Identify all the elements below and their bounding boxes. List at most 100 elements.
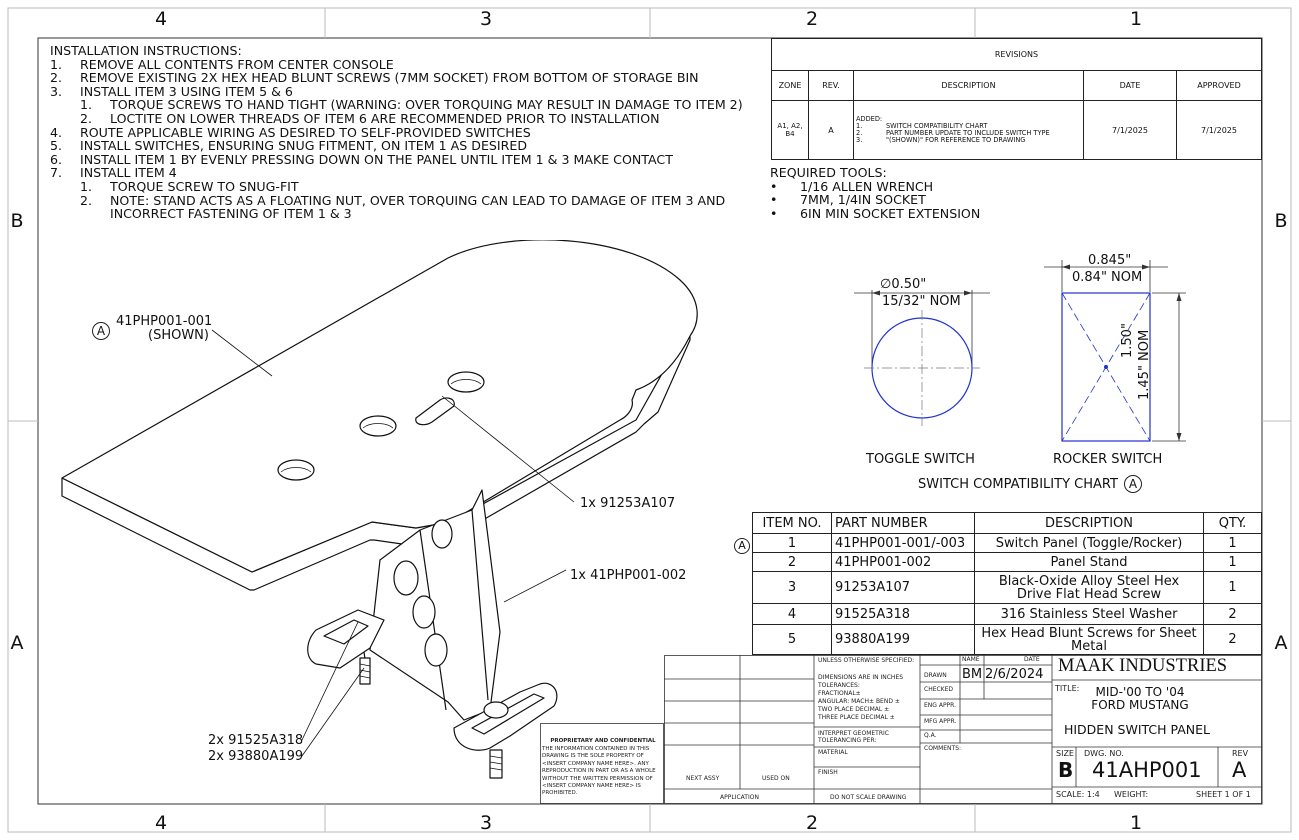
drawn-date: 2/6/2024 (985, 667, 1044, 682)
bom-header: ITEM NO. (752, 512, 832, 534)
eng-appr-label: ENG APPR. (924, 702, 957, 709)
revisions-title: REVISIONS (771, 38, 1262, 71)
three-place-tol: THREE PLACE DECIMAL ± (818, 714, 895, 721)
sheet-size: B (1058, 758, 1074, 782)
panel-shown-callout: (SHOWN) (148, 328, 209, 343)
panel-rev-marker: A (92, 322, 110, 340)
angular-tol: ANGULAR: MACH± BEND ± (818, 698, 900, 705)
zone-label: B (10, 210, 24, 232)
instruction-substep: 1.TORQUE SCREW TO SNUG-FIT (80, 178, 299, 194)
company-name: MAAK INDUSTRIES (1058, 656, 1228, 676)
assembly-isometric-drawing (61, 240, 698, 779)
zone-label: 4 (154, 812, 168, 834)
size-label: SIZE (1056, 749, 1074, 758)
proprietary-title: PROPRIETARY AND CONFIDENTIAL (550, 738, 656, 744)
switch-compatibility-chart (854, 260, 1186, 442)
stand-callout: 1x 41PHP001-002 (570, 568, 687, 583)
rev-approved: 7/1/2025 (1176, 100, 1262, 160)
weight-label: WEIGHT: (1114, 790, 1149, 799)
rocker-width-nominal: 0.84" NOM (1072, 270, 1143, 285)
used-on-label: USED ON (762, 775, 790, 782)
no-scale-note: DO NOT SCALE DRAWING (830, 794, 907, 801)
drawn-label: DRAWN (924, 672, 947, 679)
drawn-by: BM (962, 667, 983, 682)
finish-label: FINISH (818, 769, 838, 776)
instructions-heading: INSTALLATION INSTRUCTIONS: (50, 43, 242, 58)
tool-item: •7MM, 1/4IN SOCKET (770, 192, 926, 208)
zone-label: 2 (805, 8, 819, 30)
rev-date: 7/1/2025 (1083, 100, 1177, 160)
rev-description: ADDED: 1.SWITCH COMPATIBILITY CHART 2.PA… (853, 100, 1084, 160)
sheet-label: SHEET 1 OF 1 (1196, 790, 1251, 799)
instruction-step: 7.INSTALL ITEM 4 (50, 165, 177, 181)
fractional-tol: FRACTIONAL± (818, 690, 861, 697)
drawing-title: MID-'00 TO '04 FORD MUSTANG (1091, 685, 1189, 712)
bom-rev-marker: A (734, 538, 750, 554)
bom-header: DESCRIPTION (974, 512, 1204, 534)
rocker-switch-drawing (1044, 260, 1186, 442)
dwg-no-label: DWG. NO. (1084, 749, 1124, 758)
zone-label: 3 (479, 812, 493, 834)
rev-header: DESCRIPTION (853, 70, 1084, 101)
rocker-height-label: 1.50" (1120, 323, 1135, 358)
material-label: MATERIAL (818, 749, 848, 756)
tolerances-note: TOLERANCES: (818, 682, 860, 689)
instruction-substep: 1.TORQUE SCREWS TO HAND TIGHT (WARNING: … (80, 97, 743, 113)
comments-label: COMMENTS: (924, 745, 962, 752)
instruction-step: 6.INSTALL ITEM 1 BY EVENLY PRESSING DOWN… (50, 151, 673, 167)
chart-title: SWITCH COMPATIBILITY CHART (918, 477, 1118, 492)
toggle-switch-label: TOGGLE SWITCH (866, 452, 975, 467)
screw-callout: 1x 91253A107 (580, 496, 676, 511)
bom-header: PART NUMBER (831, 512, 975, 534)
zone-label: 1 (1129, 812, 1143, 834)
dims-note: DIMENSIONS ARE IN INCHES (818, 674, 904, 681)
bom-header: QTY. (1203, 512, 1262, 534)
rev-label: REV (1232, 749, 1249, 758)
two-place-tol: TWO PLACE DECIMAL ± (818, 706, 890, 713)
rev-header: APPROVED (1176, 70, 1262, 101)
revisions-table: REVISIONS ZONE REV. DESCRIPTION DATE APP… (771, 38, 1262, 160)
zone-label: A (1274, 632, 1288, 654)
instruction-substep: 2.NOTE: STAND ACTS AS A FLOATING NUT, OV… (80, 192, 726, 222)
rev-header: REV. (808, 70, 854, 101)
rocker-width: 0.845" (1088, 253, 1132, 268)
required-tools: REQUIRED TOOLS: •1/16 ALLEN WRENCH •7MM,… (770, 166, 980, 220)
instruction-step: 3.INSTALL ITEM 3 USING ITEM 5 & 6 (50, 83, 293, 99)
mfg-appr-label: MFG APPR. (924, 718, 957, 725)
hexscrew-callout: 2x 93880A199 (208, 749, 304, 764)
rev-header: DATE (1083, 70, 1177, 101)
proprietary-box (540, 723, 664, 804)
interpret-note: INTERPRET GEOMETRIC TOLERANCING PER: (818, 730, 889, 744)
zone-label: 3 (479, 8, 493, 30)
tool-item: •1/16 ALLEN WRENCH (770, 178, 934, 194)
drawing-subtitle: HIDDEN SWITCH PANEL (1063, 722, 1211, 737)
scale-label: SCALE: 1:4 (1056, 790, 1100, 799)
rocker-height-nominal: 1.45" NOM (1137, 329, 1152, 400)
checked-label: CHECKED (924, 686, 954, 693)
title-label: TITLE: (1055, 684, 1080, 693)
zone-label: A (10, 632, 24, 654)
installation-instructions: INSTALLATION INSTRUCTIONS: 1.REMOVE ALL … (50, 44, 770, 221)
tool-item: •6IN MIN SOCKET EXTENSION (770, 205, 981, 221)
tools-heading: REQUIRED TOOLS: (770, 165, 887, 180)
title-block-grid (664, 655, 1262, 804)
instruction-step: 5.INSTALL SWITCHES, ENSURING SNUG FITMEN… (50, 138, 528, 154)
name-header: NAME (962, 656, 980, 663)
rev-letter: A (808, 100, 854, 160)
toggle-dimension: ∅0.50" (880, 277, 927, 292)
next-assy-label: NEXT ASSY (686, 775, 720, 782)
date-header: DATE (1024, 656, 1040, 663)
proprietary-text: THE INFORMATION CONTAINED IN THIS DRAWIN… (542, 746, 656, 797)
zone-label: 2 (805, 812, 819, 834)
unless-specified: UNLESS OTHERWISE SPECIFIED: (818, 657, 915, 664)
rocker-switch-label: ROCKER SWITCH (1053, 452, 1163, 467)
toggle-nominal: 15/32" NOM (882, 294, 961, 309)
zone-label: 4 (154, 8, 168, 30)
drawing-rev: A (1232, 758, 1247, 782)
drawing-number: 41AHP001 (1092, 758, 1202, 782)
